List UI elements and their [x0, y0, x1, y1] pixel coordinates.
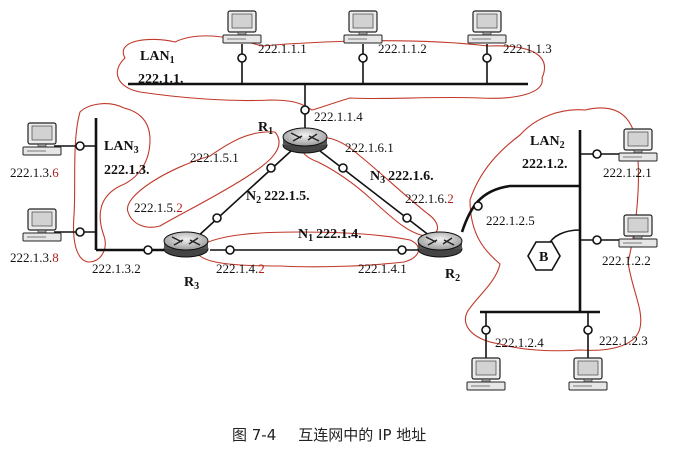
addr-222-1-1-1: 222.1.1.1: [258, 41, 307, 56]
lan2-label: LAN2: [530, 134, 565, 151]
n2-link: [195, 150, 292, 239]
addr-222-1-6-1: 222.1.6.1: [345, 140, 394, 155]
addr-222-1-2-3: 222.1.2.3: [599, 333, 648, 348]
lan1-label: LAN1: [140, 49, 175, 66]
host-222-1-1-3: [467, 10, 507, 44]
n3-link: [319, 150, 431, 237]
r2-label: R2: [445, 267, 460, 284]
r3-label: R3: [184, 275, 199, 292]
addr-222-1-2-2: 222.1.2.2: [602, 253, 651, 268]
host-222-1-2-1: [618, 128, 658, 162]
addr-222-1-4-1: 222.1.4.1: [358, 261, 407, 276]
addr-222-1-1-2: 222.1.1.2: [378, 41, 427, 56]
router-r1: [282, 127, 328, 154]
host-222-1-1-2: [343, 10, 383, 44]
addr-222-1-3-6: 222.1.3.6: [10, 165, 59, 180]
lan3-label: LAN3: [104, 139, 139, 156]
n2-boundary: [127, 131, 280, 228]
host-222-1-3-8: [22, 208, 62, 242]
host-222-1-2-4: [466, 357, 506, 391]
addr-222-1-1-4: 222.1.1.4: [314, 109, 363, 124]
bridge-label: B: [539, 250, 548, 265]
router-r3: [163, 231, 209, 258]
lan3-prefix: 222.1.3.: [104, 163, 150, 178]
r2-lan2-link: [460, 184, 580, 233]
host-222-1-2-3: [568, 357, 608, 391]
addr-222-1-2-4: 222.1.2.4: [495, 335, 544, 350]
r1-label: R1: [258, 120, 273, 137]
lan3-boundary: [72, 103, 151, 263]
addr-222-1-5-1: 222.1.5.1: [190, 150, 239, 165]
lan1-prefix: 222.1.1.: [138, 72, 184, 87]
lan2-prefix: 222.1.2.: [522, 157, 568, 172]
addr-222-1-5-2: 222.1.5.2: [134, 200, 183, 215]
host-222-1-2-2: [618, 214, 658, 248]
host-222-1-1-1: [222, 10, 262, 44]
n1-boundary: [196, 231, 420, 268]
addr-222-1-2-1: 222.1.2.1: [603, 165, 652, 180]
addr-222-1-3-8: 222.1.3.8: [10, 250, 59, 265]
router-r2: [417, 231, 463, 258]
addr-222-1-3-2: 222.1.3.2: [92, 261, 141, 276]
addr-222-1-6-2: 222.1.6.2: [405, 191, 454, 206]
addr-222-1-4-2: 222.1.4.2: [216, 261, 265, 276]
addr-222-1-1-3: 222.1.1.3: [503, 41, 552, 56]
lan2-boundary: [464, 107, 642, 352]
bridge-b: [527, 241, 561, 271]
addr-222-1-2-5: 222.1.2.5: [486, 213, 535, 228]
host-222-1-3-6: [22, 122, 62, 156]
